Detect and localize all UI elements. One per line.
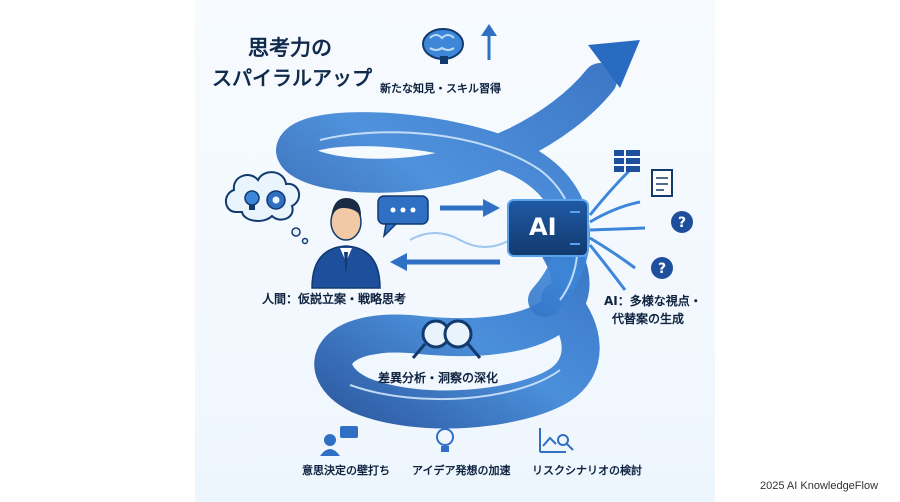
businessperson-icon (311, 198, 381, 289)
bottom-item-label: リスクシナリオの検討 (532, 464, 642, 477)
document-icon (651, 169, 673, 197)
svg-text:?: ? (678, 215, 686, 231)
label-analysis: 差異分析・洞察の深化 (378, 371, 499, 385)
title-line-2: スパイラルアップ (212, 66, 372, 90)
brain-icon (422, 28, 464, 64)
lightbulb-icon (436, 428, 454, 452)
label-new-knowledge: 新たな知見・スキル習得 (380, 82, 501, 95)
spiral-bottom-loop (314, 231, 600, 429)
spiral-arrowhead (588, 40, 640, 88)
ai-chip-icon (507, 199, 589, 257)
thought-bubble-icon (225, 171, 309, 245)
title-line-1: 思考力の (248, 36, 332, 60)
light-streak (349, 369, 561, 401)
label-ai-line2: 代替案の生成 (612, 312, 685, 326)
chart-magnifier-icon (539, 428, 574, 453)
lightbulb-icon (244, 190, 260, 210)
spiral-middle (276, 63, 617, 317)
exchange-wave (409, 232, 511, 248)
person-chat-icon (320, 426, 358, 456)
up-arrow-icon (481, 24, 497, 60)
gear-icon (266, 190, 286, 210)
bottom-item-label: アイデア発想の加速 (412, 464, 511, 477)
credit-text: 2025 AI KnowledgeFlow (760, 480, 879, 492)
arrow-to-human (390, 253, 500, 271)
svg-text:?: ? (658, 261, 666, 277)
label-ai-line1: AI：多様な視点・ (604, 294, 702, 308)
ai-chip-text: AI (529, 213, 557, 241)
question-bubble-icon: ? (671, 211, 693, 233)
magnifier-icon (411, 319, 482, 359)
bottom-item-label: 意思決定の壁打ち (302, 464, 390, 477)
table-icon (614, 150, 640, 172)
speech-bubble-icon (377, 195, 429, 239)
arrow-to-ai (440, 199, 500, 217)
label-human: 人間：仮説立案・戦略思考 (262, 292, 407, 306)
question-bubble-icon: ? (651, 257, 673, 279)
output-arrows (588, 168, 646, 291)
